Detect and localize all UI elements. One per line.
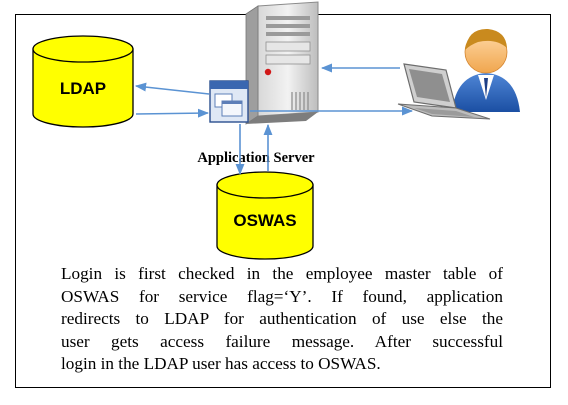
description-line: Login is first checked in the employee m… (61, 264, 503, 283)
oswas-label: OSWAS (233, 211, 296, 230)
server-to-ldap-arrow (134, 82, 210, 95)
ldap-label: LDAP (60, 79, 106, 98)
application-server-label: Application Server (197, 150, 315, 166)
ldap-to-server-arrow (135, 108, 210, 118)
server-tower-icon (245, 1, 319, 125)
connection-arrows (134, 63, 414, 176)
description-line: redirects to LDAP for authentication of … (61, 309, 503, 329)
login-flow-description: Login is first checked in the employee m… (61, 263, 503, 376)
description-line: login in the LDAP user has access to OSW… (61, 354, 381, 374)
power-led-icon (264, 68, 272, 76)
application-window-icon (209, 80, 249, 123)
description-line: OSWAS for service flag=‘Y’. If found, ap… (61, 286, 503, 306)
oswas-database: OSWAS (216, 171, 314, 260)
description-line: user gets access failure message. After … (61, 331, 503, 351)
ldap-database: LDAP (32, 35, 134, 128)
user-with-laptop-icon (397, 28, 520, 120)
